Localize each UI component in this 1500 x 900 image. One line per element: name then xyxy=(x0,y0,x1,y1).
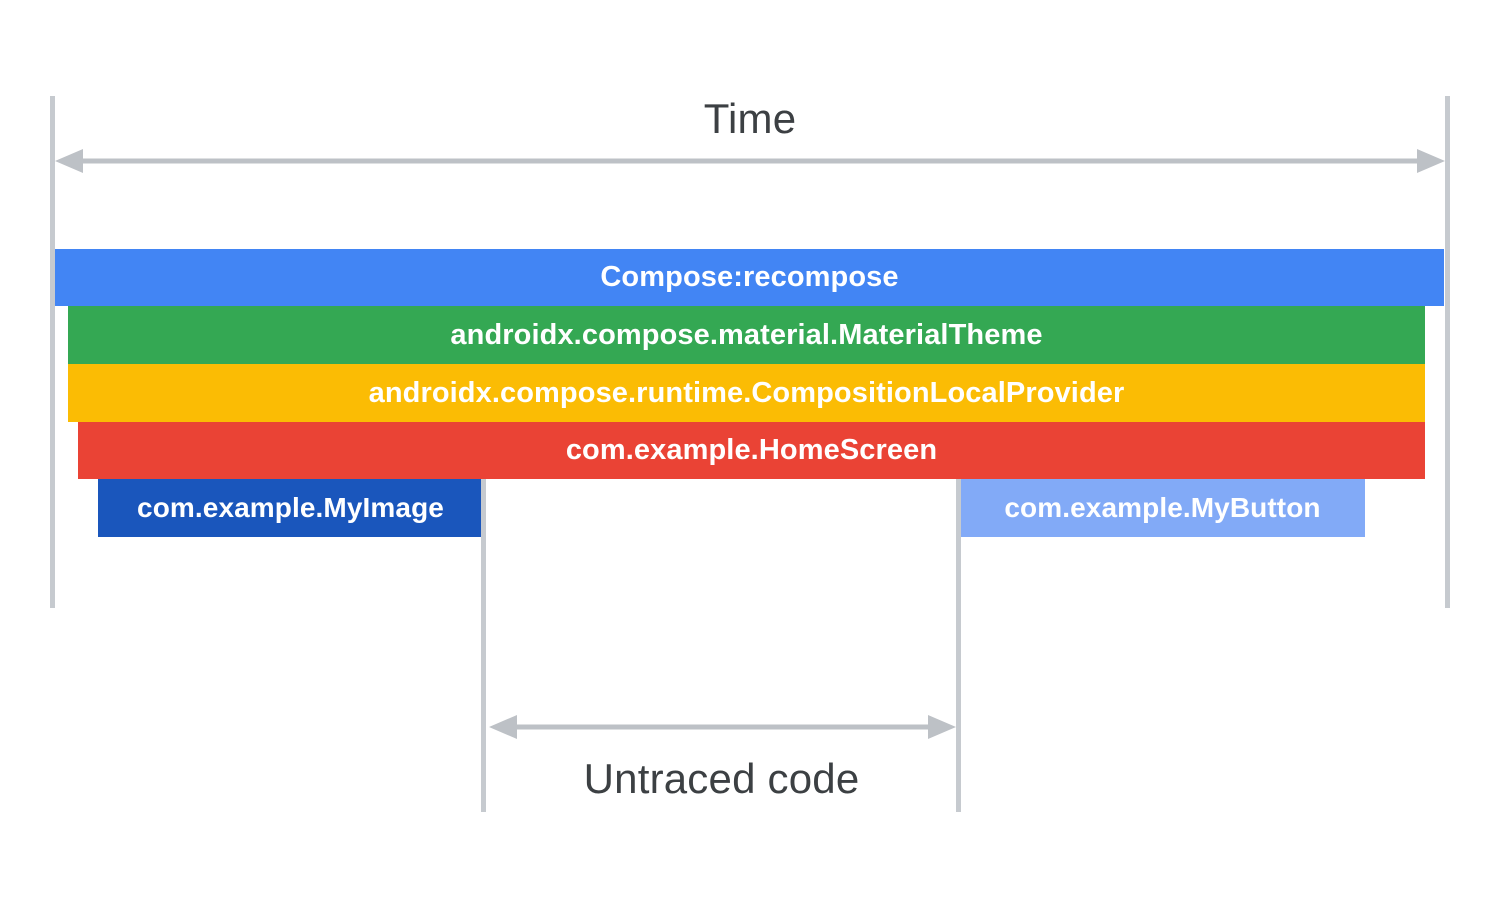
trace-bar-compose-recompose[interactable]: Compose:recompose xyxy=(55,249,1444,306)
trace-bar-my-image[interactable]: com.example.MyImage xyxy=(98,479,483,537)
untraced-code-double-arrow xyxy=(489,715,956,739)
trace-bar-label: androidx.compose.material.MaterialTheme xyxy=(450,318,1043,351)
trace-bar-label: com.example.MyImage xyxy=(137,492,444,523)
gap-start-line xyxy=(481,479,486,812)
trace-bar-my-button[interactable]: com.example.MyButton xyxy=(960,479,1365,537)
time-axis-label: Time xyxy=(703,95,797,142)
left-axis-line xyxy=(50,96,55,608)
trace-bar-label: androidx.compose.runtime.CompositionLoca… xyxy=(368,376,1125,409)
trace-bar-home-screen[interactable]: com.example.HomeScreen xyxy=(78,422,1425,479)
trace-bar-label: com.example.MyButton xyxy=(1004,492,1321,523)
trace-bar-composition-local-provider[interactable]: androidx.compose.runtime.CompositionLoca… xyxy=(68,364,1425,422)
trace-bar-label: com.example.HomeScreen xyxy=(565,434,938,466)
gap-end-line xyxy=(956,479,961,812)
trace-bar-material-theme[interactable]: androidx.compose.material.MaterialTheme xyxy=(68,306,1425,364)
time-double-arrow xyxy=(55,149,1445,173)
right-axis-line xyxy=(1445,96,1450,608)
trace-bar-label: Compose:recompose xyxy=(600,261,899,293)
untraced-code-label: Untraced code xyxy=(583,755,860,802)
